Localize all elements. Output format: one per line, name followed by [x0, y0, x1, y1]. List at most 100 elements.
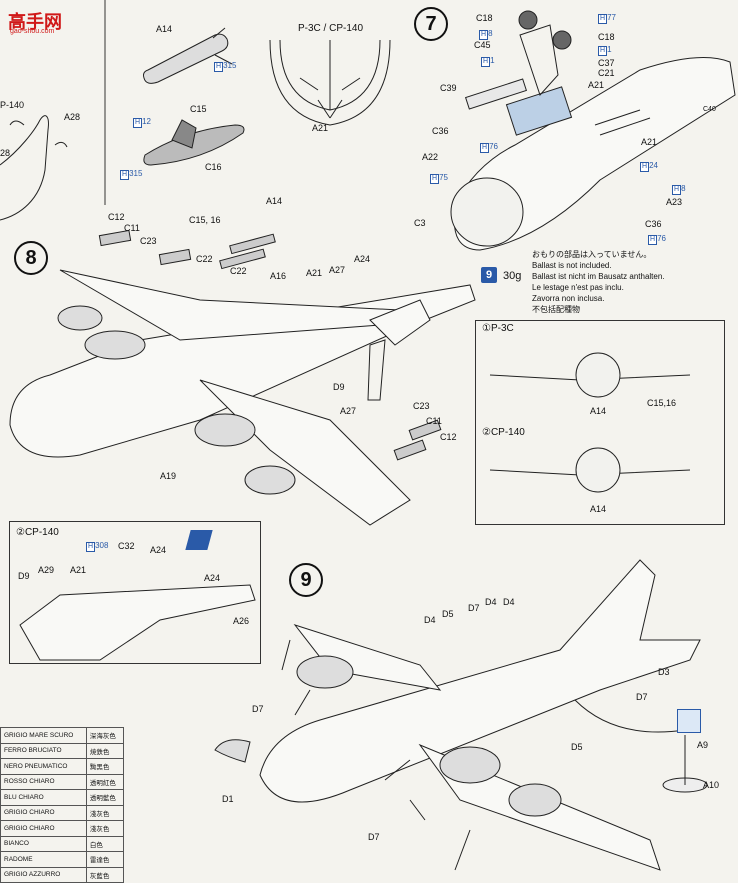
label-d7-d: D7 — [368, 832, 380, 842]
label-c36-bottom: C36 — [645, 219, 662, 229]
paint-name-jp: 黝黑色 — [85, 758, 125, 775]
label-c36-top: C36 — [432, 126, 449, 136]
inset-d9: D9 — [18, 571, 30, 581]
label-c11-bottom: C11 — [426, 416, 442, 426]
paint-name-jp: 透明藍色 — [85, 789, 125, 806]
inset-a14-p3c: A14 — [590, 406, 607, 416]
label-d7-a: D7 — [468, 603, 480, 613]
label-c18-top: C18 — [476, 13, 493, 23]
ballast-badge: 9 — [481, 267, 497, 283]
paint-name-jp: 深海灰色 — [85, 727, 125, 744]
paint-name-it: BLU CHIARO — [0, 789, 87, 806]
label-c15-16: C15, 16 — [189, 215, 221, 225]
label-a21-step7-top: A21 — [588, 80, 605, 90]
label-c12: C12 — [108, 212, 125, 222]
paint-name-jp: 白色 — [85, 835, 125, 852]
paint-name-jp: 透明紅色 — [85, 773, 125, 790]
label-a19: A19 — [160, 471, 177, 481]
inset-cp140-left-title: ②CP-140 — [16, 527, 59, 538]
label-28: 28 — [0, 148, 11, 158]
step-7-number: 7 — [414, 7, 448, 41]
ballast-note-jp: おもりの部品は入っていません。 — [532, 250, 652, 259]
label-c3: C3 — [414, 218, 426, 228]
inset-cp140-title: ②CP-140 — [482, 427, 525, 438]
paint-name-it: ROSSO CHIARO — [0, 773, 87, 790]
label-d3: D3 — [658, 667, 670, 677]
label-a16: A16 — [270, 271, 287, 281]
label-a24-step8: A24 — [354, 254, 371, 264]
label-a21-step7-right: A21 — [641, 137, 658, 147]
label-d9-step8: D9 — [333, 382, 345, 392]
label-a21-nose: A21 — [312, 123, 329, 133]
ballast-note-en: Ballast is not included. — [532, 261, 612, 270]
inset-a29: A29 — [38, 565, 55, 575]
label-c16: C16 — [205, 162, 222, 172]
inset-a24-top: A24 — [150, 545, 167, 555]
label-d4-b: D4 — [485, 597, 497, 607]
inset-a24-right: A24 — [204, 573, 221, 583]
paint-name-it: GRIGIO MARE SCURO — [0, 727, 87, 744]
label-d1: D1 — [222, 794, 234, 804]
label-c22-a: C22 — [196, 254, 213, 264]
label-a23: A23 — [666, 197, 683, 207]
paint-name-it: FERRO BRUCIATO — [0, 742, 87, 759]
ballast-note-it: Zavorra non inclusa. — [532, 294, 605, 303]
label-p3c-cp140: P-3C / CP-140 — [298, 23, 364, 34]
inset-p3c-title: ①P-3C — [482, 323, 514, 334]
step-8-number: 8 — [14, 241, 48, 275]
label-a27-bottom: A27 — [340, 406, 357, 416]
inset-cp140-panel — [9, 521, 261, 664]
label-c40: C40 — [703, 106, 716, 113]
ballast-weight: 30g — [503, 270, 522, 282]
paint-name-jp: 淺灰色 — [85, 804, 125, 821]
paint-name-jp: 焼鉄色 — [85, 742, 125, 759]
label-c45: C45 — [474, 40, 491, 50]
label-a22: A22 — [422, 152, 439, 162]
label-c11: C11 — [124, 223, 140, 233]
paint-name-jp: 淺灰色 — [85, 820, 125, 837]
label-d5-a: D5 — [442, 609, 454, 619]
label-d7-b: D7 — [636, 692, 648, 702]
label-a21-step8: A21 — [306, 268, 323, 278]
inset-a21: A21 — [70, 565, 87, 575]
paint-name-jp: 雷達色 — [85, 851, 125, 868]
label-c23-bottom: C23 — [413, 401, 430, 411]
paint-name-it: GRIGIO CHIARO — [0, 804, 87, 821]
inset-a26: A26 — [233, 616, 250, 626]
no-stand-icon — [677, 709, 701, 733]
step-9-number: 9 — [289, 563, 323, 597]
ballast-note-de: Ballast ist nicht im Bausatz anthalten. — [532, 272, 665, 281]
label-c22-b: C22 — [230, 266, 247, 276]
ballast-note-fr: Le lestage n'est pas inclu. — [532, 283, 624, 292]
label-a14: A14 — [156, 24, 173, 34]
label-c39: C39 — [440, 83, 457, 93]
paint-name-it: GRIGIO CHIARO — [0, 820, 87, 837]
inset-variant-panel — [475, 320, 725, 525]
paint-name-it: BIANCO — [0, 835, 87, 852]
label-a9: A9 — [697, 740, 709, 750]
inset-c32: C32 — [118, 541, 135, 551]
label-a27-top: A27 — [329, 265, 346, 275]
watermark-logo: 高手网 — [8, 8, 62, 34]
label-c12-bottom: C12 — [440, 432, 457, 442]
label-d4-a: D4 — [424, 615, 436, 625]
paint-name-it: NERO PNEUMATICO — [0, 758, 87, 775]
